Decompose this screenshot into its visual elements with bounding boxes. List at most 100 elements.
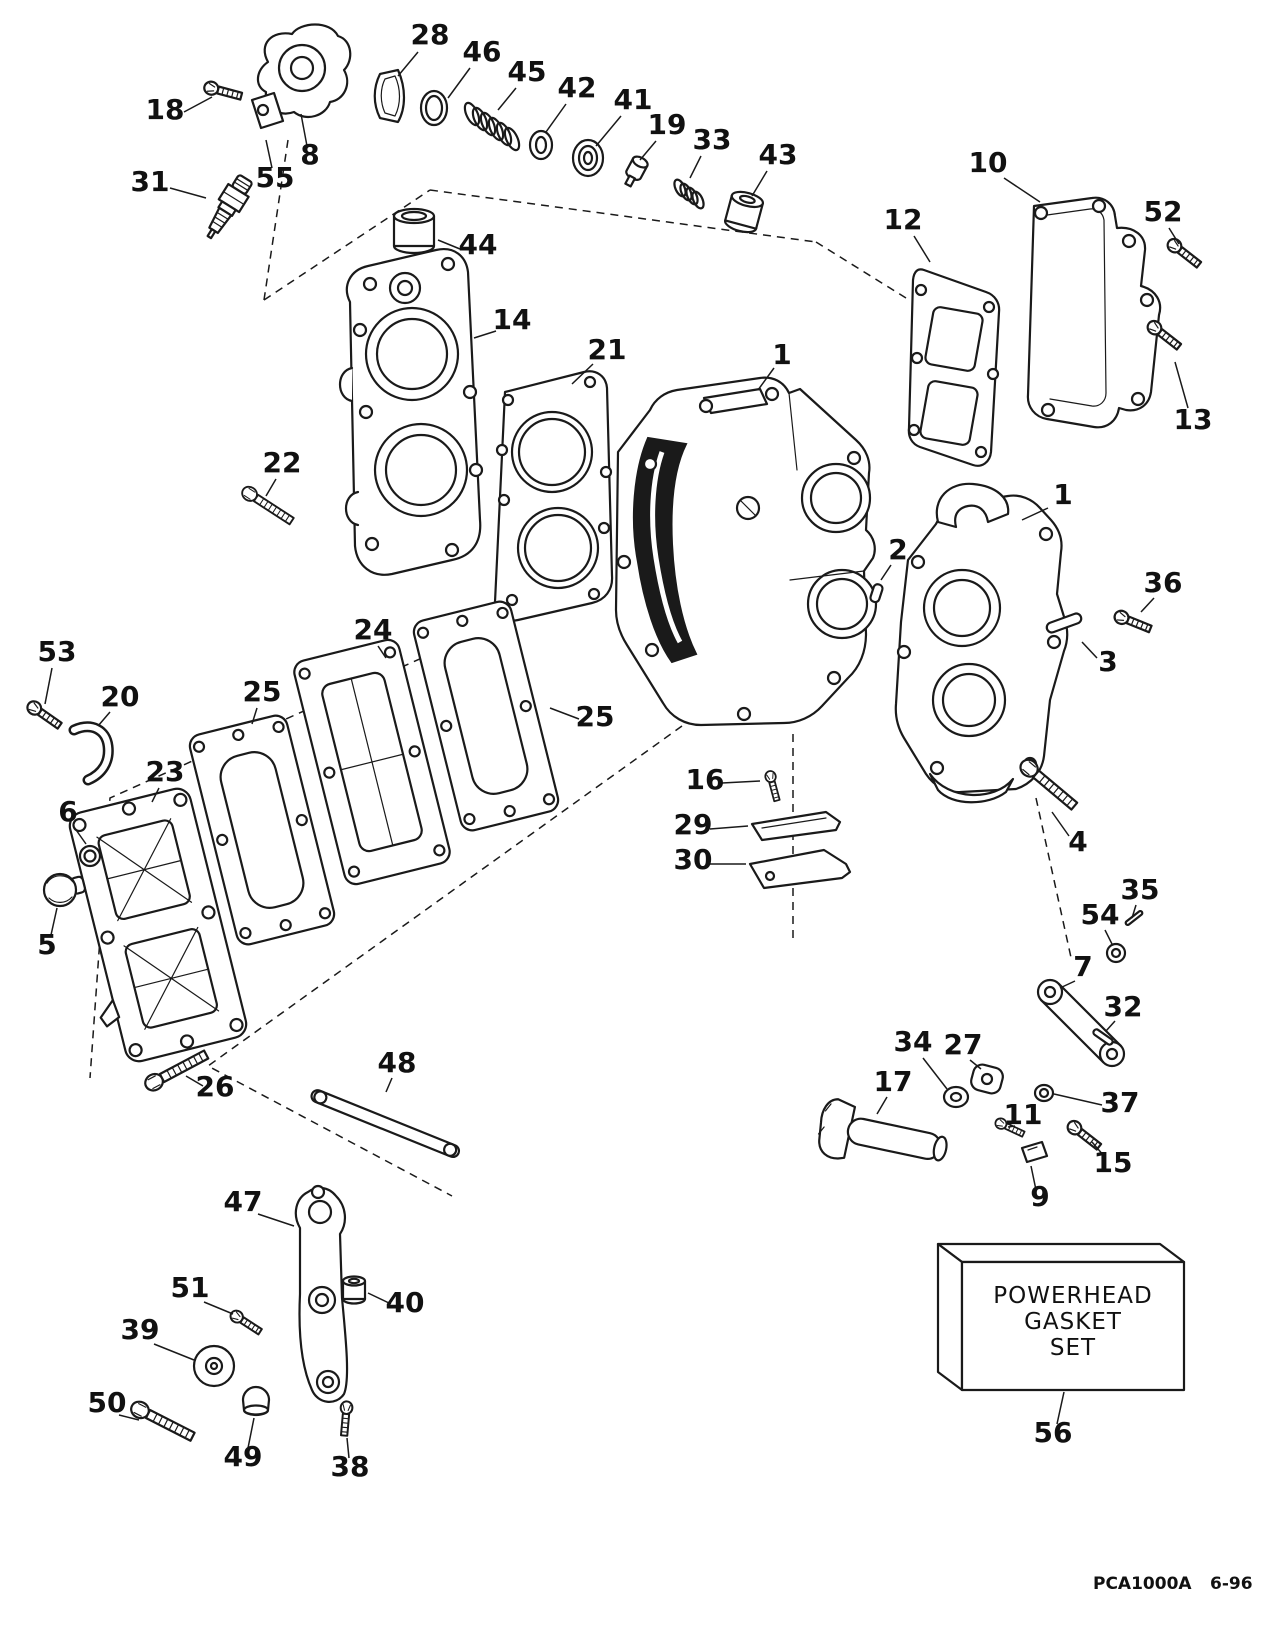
callout-56: 56 [1034,1416,1073,1449]
leader-line-32 [1105,1020,1116,1032]
leader-line-25 [549,707,580,720]
leader-line-16 [721,780,761,784]
leader-line-35 [1131,904,1137,919]
leader-line-11 [1007,1125,1016,1128]
callout-17: 17 [874,1065,913,1098]
callout-21: 21 [588,333,627,366]
callout-31: 31 [131,165,170,198]
block-bolt-part [1111,607,1154,637]
callout-7: 7 [1073,950,1092,983]
gasket-box-line: GASKET [1024,1309,1122,1335]
callout-37: 37 [1101,1086,1140,1119]
callout-25: 25 [576,700,615,733]
leader-line-34 [922,1057,948,1090]
leader-line-5 [50,907,58,936]
leader-line-22 [265,478,277,497]
shift-bracket-part [294,1184,349,1403]
leader-line-45 [497,87,517,111]
callout-18: 18 [146,93,185,126]
callout-12: 12 [884,203,923,236]
callout-23: 23 [146,755,185,788]
head-bolt-part [238,483,297,528]
lockout-lever-part [817,1098,948,1162]
callout-9: 9 [1030,1180,1049,1213]
leader-line-48 [385,1077,393,1093]
leader-line-27 [969,1059,982,1070]
intake-stack-parts [23,483,562,1095]
callout-6: 6 [58,795,77,828]
bushing-part [341,1275,367,1305]
shift-linkage-parts [127,1089,461,1445]
leader-line-56 [1056,1391,1065,1425]
cylinder-head-part [338,248,484,576]
thermostat-cover-part [201,23,352,130]
leader-line-47 [257,1213,295,1227]
leader-line-3 [1081,641,1098,659]
callout-39: 39 [121,1313,160,1346]
leader-line-25 [251,707,258,725]
leader-line-24 [377,645,387,659]
leader-line-44 [437,239,461,250]
callout-33: 33 [693,123,732,156]
callout-34: 34 [894,1025,933,1058]
callout-24: 24 [354,613,393,646]
bracket-screw-part [337,1399,354,1438]
callout-40: 40 [386,1286,425,1319]
leader-line-4 [1051,811,1070,837]
reed-screw-part [763,768,783,803]
callout-11: 11 [1004,1098,1043,1131]
callout-46: 46 [463,35,502,68]
callout-53: 53 [38,635,77,668]
leader-line-53 [44,667,53,705]
lockout-linkage-parts [817,909,1144,1164]
callout-36: 36 [1144,566,1183,599]
callout-3: 3 [1098,645,1117,678]
pin-part [869,583,884,604]
leader-line-9 [1030,1165,1037,1191]
valve-part [624,155,649,188]
leader-line-1 [757,367,775,391]
parts-artwork: POWERHEAD GASKET SET [23,23,1205,1445]
gasket-set-box: POWERHEAD GASKET SET [936,1242,1186,1392]
leader-line-18 [183,96,213,113]
leader-line-42 [545,103,567,133]
cylinder-block-part [614,376,878,727]
callout-28: 28 [411,18,450,51]
plug-part [42,872,78,908]
relief-valve-parts [419,89,765,234]
callout-10: 10 [969,146,1008,179]
leader-line-1 [1021,507,1049,521]
leader-line-26 [185,1075,204,1087]
callout-1: 1 [772,338,791,371]
callout-54: 54 [1081,898,1120,931]
callout-20: 20 [101,680,140,713]
leader-line-51 [203,1301,234,1315]
leader-line-36 [1140,597,1155,613]
callout-leader-lines [44,51,1189,1459]
callout-35: 35 [1121,873,1160,906]
callout-48: 48 [378,1046,417,1079]
thermostat-gasket-part [373,68,406,124]
link-arm-part [1036,978,1126,1068]
callout-45: 45 [508,55,547,88]
footer-part-code: PCA1000A [1093,1574,1192,1594]
callout-2: 2 [888,533,907,566]
leader-line-43 [751,170,768,197]
leader-line-19 [639,140,657,161]
callout-27: 27 [944,1028,983,1061]
leader-line-13 [1174,361,1189,409]
exhaust-cover-parts [907,196,1205,467]
callout-16: 16 [686,763,725,796]
callout-38: 38 [331,1450,370,1483]
intake-manifold-plate-part [68,787,248,1063]
callout-5: 5 [37,928,56,961]
callout-14: 14 [493,303,532,336]
cylinder-block-rear-part [869,482,1154,814]
leader-line-55 [265,139,273,169]
leader-line-54 [1104,929,1113,945]
leader-line-41 [595,115,622,147]
callout-29: 29 [674,808,713,841]
bushing-part [723,190,765,234]
reed-parts [748,768,852,890]
